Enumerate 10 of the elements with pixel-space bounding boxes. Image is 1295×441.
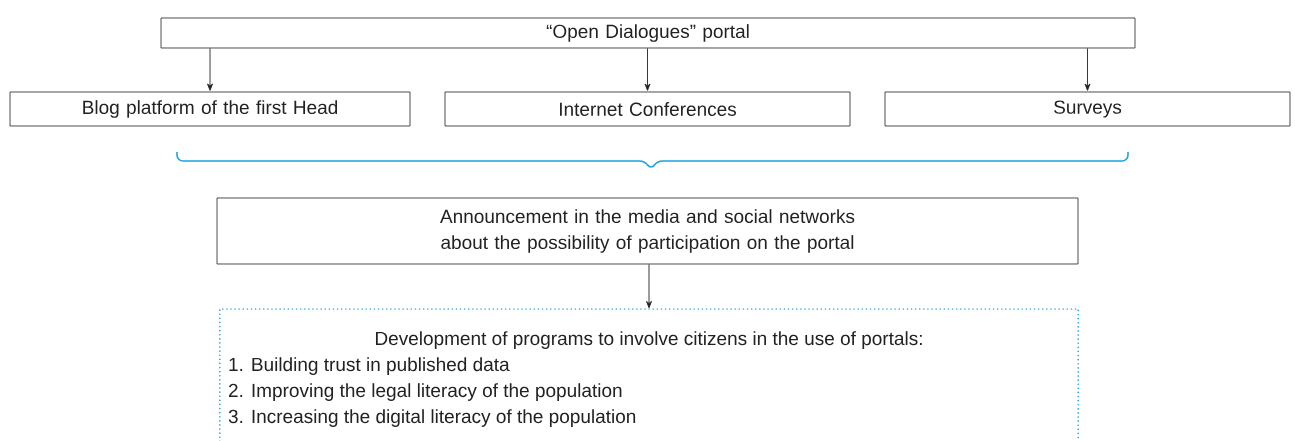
arrow: [207, 47, 213, 91]
arrow: [646, 263, 652, 309]
text-box: Announcement in the media and social networks about the possibility of participation on the portal: [216, 197, 1079, 265]
text-box: Blog platform of the first Head: [9, 91, 411, 127]
dotted-box: Development of programs to involve citizens in the use of portals: 1. Building trust in published data 2. Improving the legal literacy of the population 3. Increasing the digital literacy of the population: [219, 308, 1079, 441]
text-box: “Open Dialogues” portal: [160, 17, 1136, 49]
text-box: Internet Conferences: [444, 91, 851, 127]
text-box: Surveys: [884, 91, 1291, 127]
arrow: [1084, 47, 1091, 91]
arrow: [644, 47, 651, 91]
